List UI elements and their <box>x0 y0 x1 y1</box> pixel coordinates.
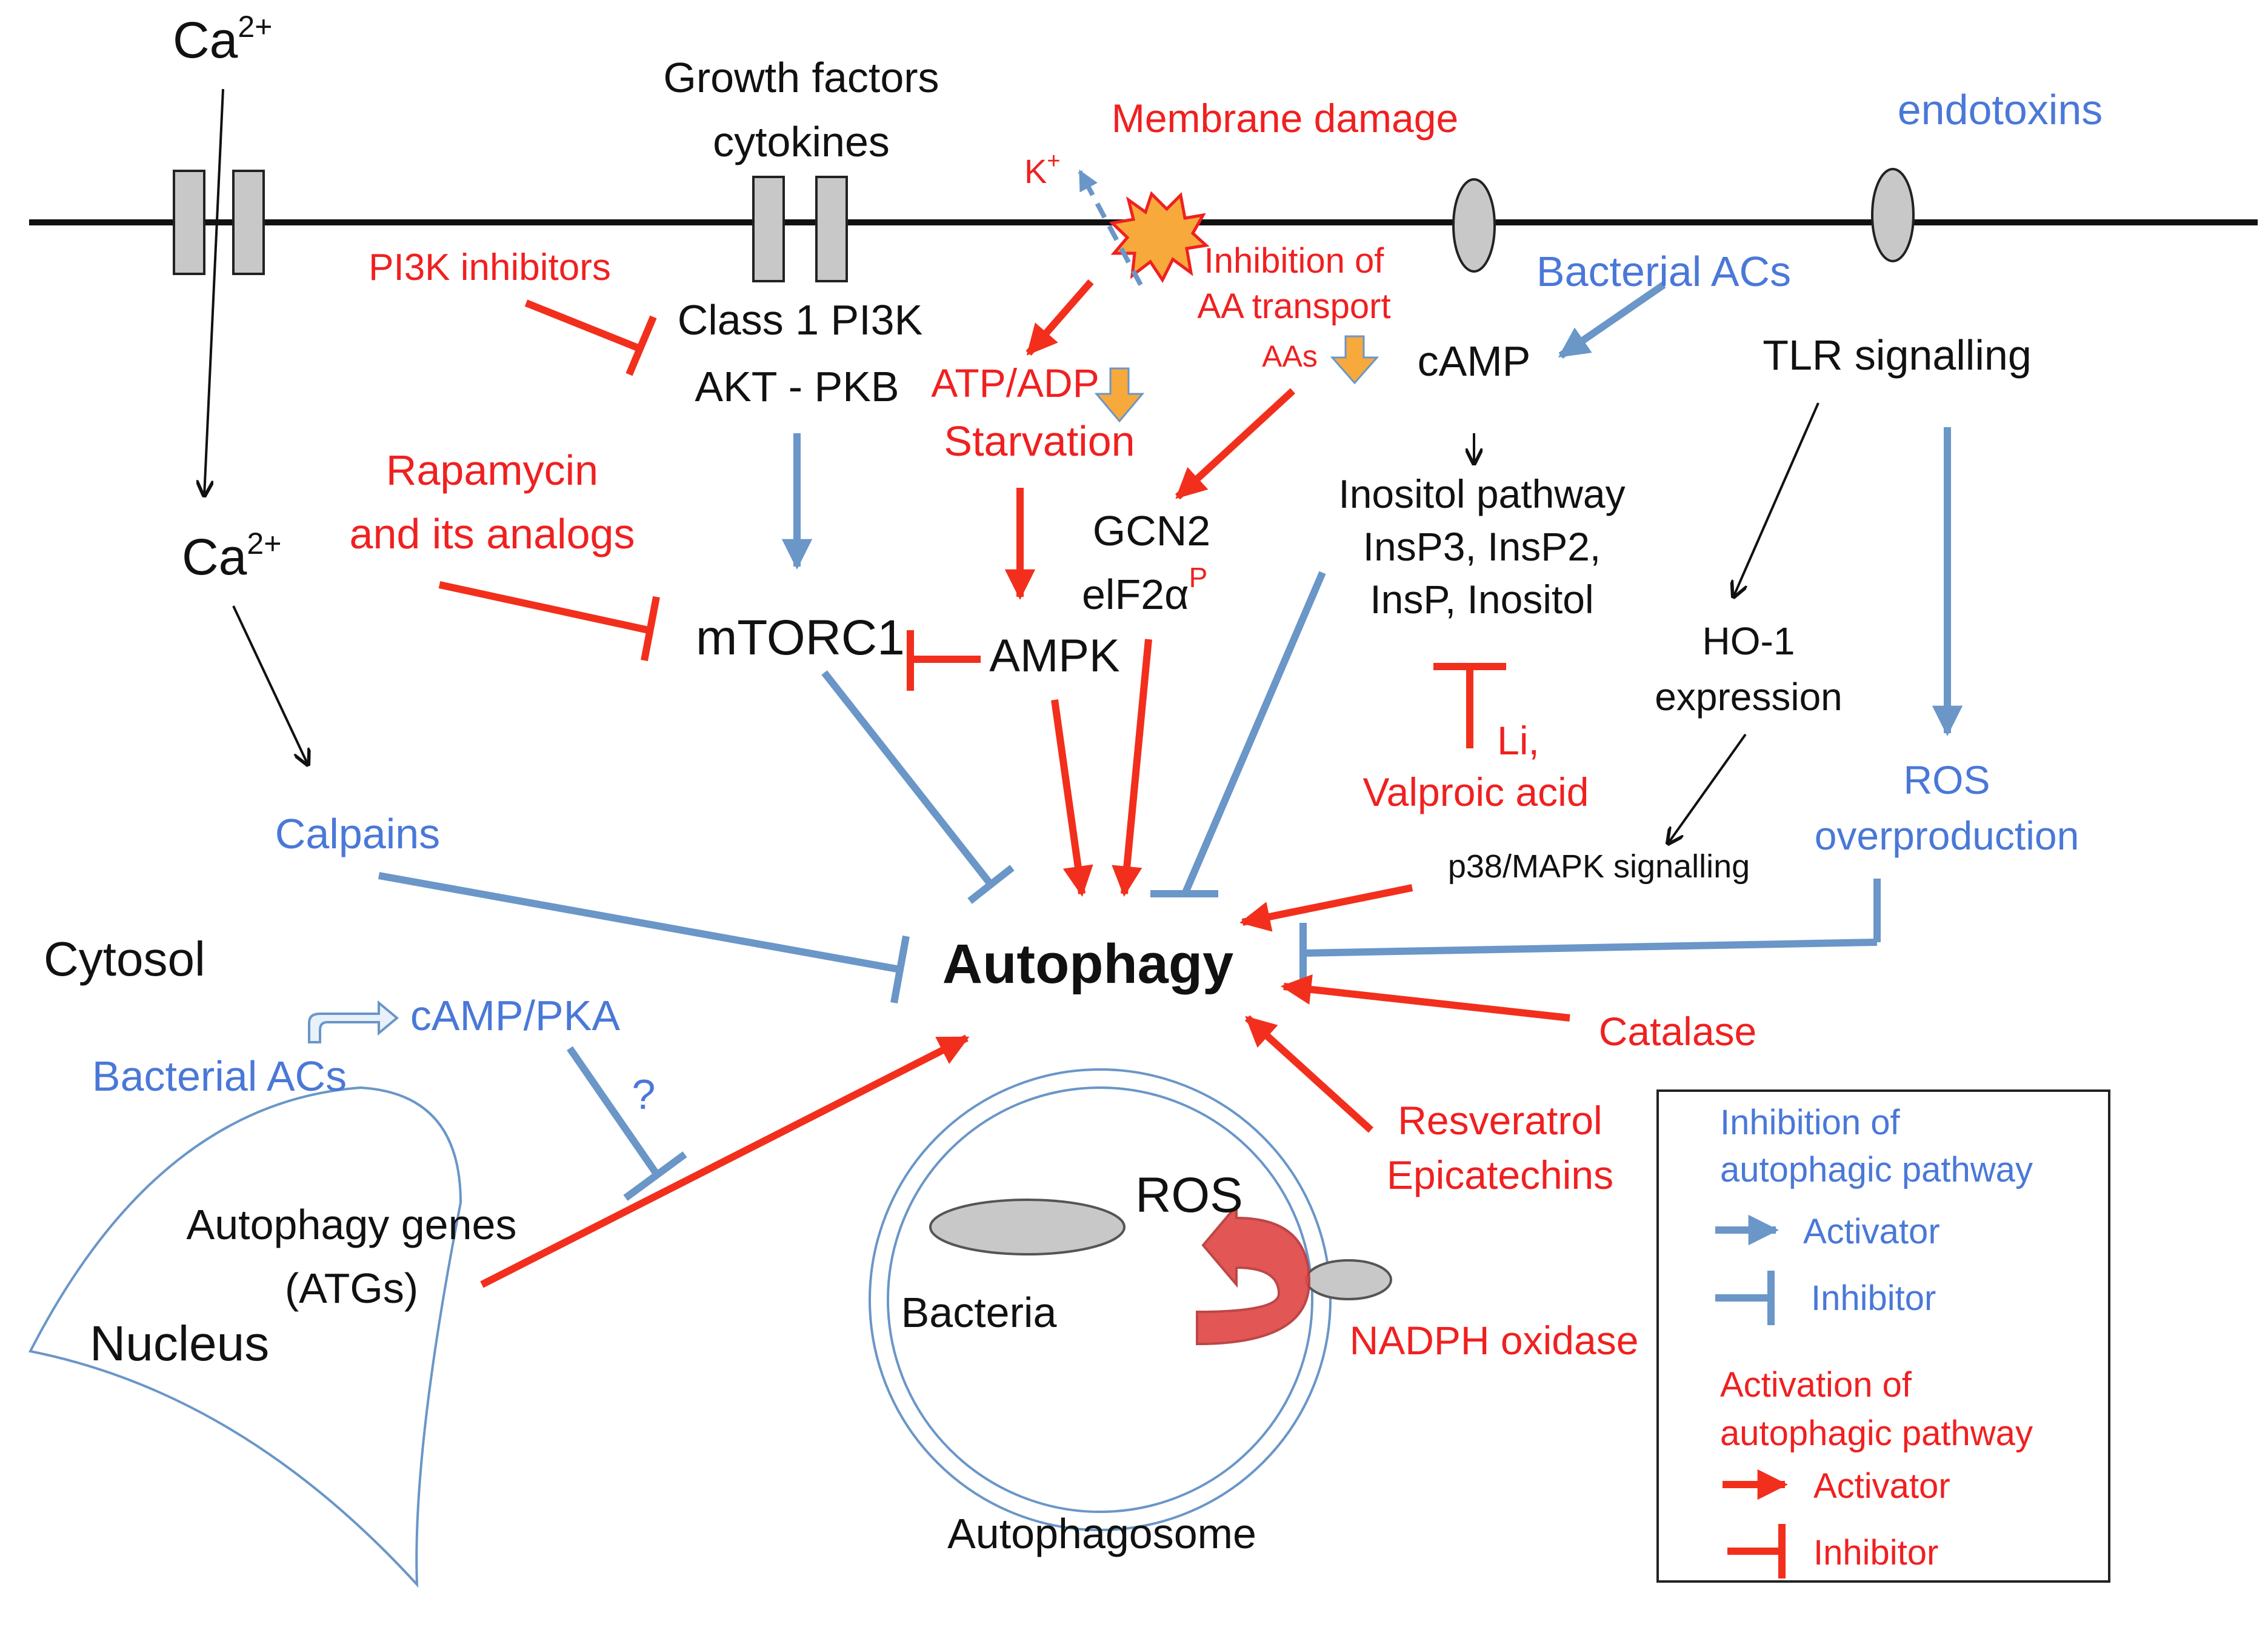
decrease-arrows <box>1094 335 1379 423</box>
label-autophagy-genes: Autophagy genes <box>187 1201 517 1248</box>
legend-inhibition-title-1: Inhibition of <box>1720 1103 1901 1142</box>
bacteria-shape <box>929 1199 1126 1256</box>
label-ca-top: Ca2+ <box>173 10 272 68</box>
autophagosome <box>869 1068 1332 1531</box>
label-atp-adp: ATP/ADP <box>931 361 1099 405</box>
legend-inhibition-activator: Activator <box>1803 1212 1940 1251</box>
label-membrane-damage: Membrane damage <box>1112 96 1458 141</box>
legend-inhibition-title-2: autophagic pathway <box>1720 1150 2033 1189</box>
legend-inhibition-inhibitor: Inhibitor <box>1811 1279 1936 1318</box>
label-bacterial-acs-top: Bacterial ACs <box>1536 248 1791 295</box>
label-nucleus: Nucleus <box>90 1316 269 1371</box>
legend-box <box>1656 1089 2110 1583</box>
label-pi3k-inhibitors: PI3K inhibitors <box>369 247 611 288</box>
label-ros-overproduction-1: ROS <box>1903 757 1990 802</box>
label-autophagosome: Autophagosome <box>947 1510 1256 1557</box>
nadph-oxidase-shape <box>1305 1259 1392 1300</box>
label-aas: AAs <box>1262 339 1318 373</box>
ion-channel-calcium <box>173 170 265 275</box>
label-mtorc1: mTORC1 <box>696 610 905 665</box>
label-growth-factors: Growth factors <box>663 54 939 101</box>
label-cytokines: cytokines <box>713 118 890 165</box>
label-k-ion: K+ <box>1024 148 1061 190</box>
label-atgs: (ATGs) <box>285 1265 418 1312</box>
label-li: Li, <box>1497 718 1539 763</box>
label-inositol-pathway: Inositol pathway <box>1338 471 1625 516</box>
legend-activation-activator: Activator <box>1813 1466 1950 1506</box>
label-aa-transport: AA transport <box>1197 287 1390 326</box>
label-insp3-insp2: InsP3, InsP2, <box>1363 524 1601 569</box>
label-tlr-signalling: TLR signalling <box>1763 331 2032 379</box>
diagram-labels: Ca2+ Growth factors cytokines Membrane d… <box>44 10 2103 1572</box>
label-endotoxins: endotoxins <box>1898 86 2103 133</box>
red-connectors <box>438 279 1570 1288</box>
growth-factor-receptor <box>752 176 848 282</box>
label-p38-mapk: p38/MAPK signalling <box>1448 848 1750 885</box>
label-bacterial-acs-bottom: Bacterial ACs <box>92 1053 347 1100</box>
legend-activation-title-2: autophagic pathway <box>1720 1414 2033 1453</box>
membrane-damage-burst-icon <box>1109 191 1210 283</box>
label-epicatechins: Epicatechins <box>1387 1152 1613 1197</box>
label-calpains: Calpains <box>275 810 440 857</box>
legend-activation-inhibitor: Inhibitor <box>1813 1533 1938 1572</box>
label-ca-mid: Ca2+ <box>182 527 281 585</box>
label-akt-pkb: AKT - PKB <box>695 363 899 410</box>
label-camp: cAMP <box>1418 338 1531 385</box>
blue-connectors <box>378 170 1963 1201</box>
label-ampk: AMPK <box>989 630 1119 682</box>
ros-curved-arrow-icon <box>1196 1202 1311 1346</box>
label-eif2a: elF2αP <box>1082 562 1207 618</box>
bacterial-acs-to-camp-pka-arrow <box>308 1000 399 1043</box>
label-valproic-acid: Valproic acid <box>1363 770 1589 814</box>
label-insp-inositol: InsP, Inositol <box>1370 577 1593 622</box>
label-starvation: Starvation <box>944 417 1135 465</box>
label-inhibition-of: Inhibition of <box>1204 241 1385 281</box>
label-ros: ROS <box>1135 1168 1243 1223</box>
legend <box>1656 1089 2110 1583</box>
label-nadph-oxidase: NADPH oxidase <box>1350 1318 1639 1363</box>
label-and-its-analogs: and its analogs <box>350 510 635 557</box>
label-question-mark: ? <box>632 1071 656 1118</box>
label-ho1: HO-1 <box>1703 619 1795 663</box>
label-expression: expression <box>1655 675 1843 719</box>
atp-decrease-arrow-icon <box>1094 367 1145 423</box>
label-gcn2: GCN2 <box>1093 507 1210 554</box>
black-arrows <box>204 88 1819 843</box>
label-class1-pi3k: Class 1 PI3K <box>678 296 923 344</box>
label-bacteria: Bacteria <box>901 1289 1057 1336</box>
camp-receptor <box>1452 178 1496 273</box>
label-camp-pka: cAMP/PKA <box>410 992 621 1039</box>
aa-decrease-arrow-icon <box>1330 335 1379 385</box>
label-ros-overproduction-2: overproduction <box>1815 813 2080 858</box>
label-catalase: Catalase <box>1599 1009 1757 1054</box>
nucleus-outline <box>28 1086 462 1588</box>
tlr-receptor <box>1871 168 1915 262</box>
label-resveratrol: Resveratrol <box>1398 1098 1602 1143</box>
label-rapamycin: Rapamycin <box>386 447 598 494</box>
legend-activation-title-1: Activation of <box>1720 1365 1912 1405</box>
label-autophagy: Autophagy <box>942 933 1233 995</box>
label-cytosol: Cytosol <box>44 932 205 986</box>
